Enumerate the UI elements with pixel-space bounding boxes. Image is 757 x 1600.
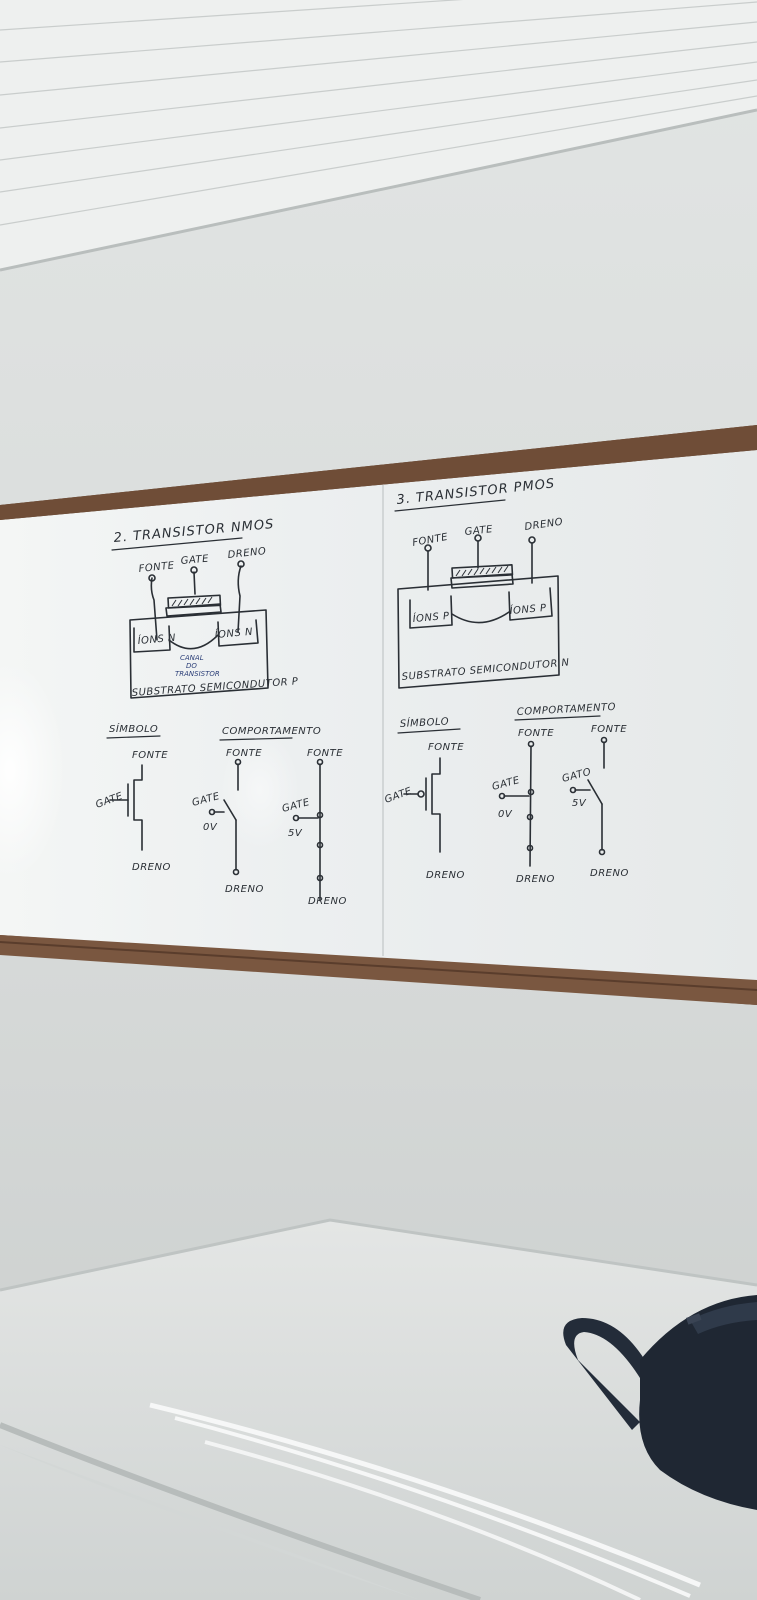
nmos-symbol (109, 764, 143, 851)
pmos-symbol (403, 757, 441, 853)
nmos-open-drain: DRENO (225, 884, 264, 895)
pmos-drain-label: DRENO (524, 517, 564, 533)
nmos-open-voltage: 0V (203, 822, 218, 833)
pmos-symbol-drain: DRENO (426, 870, 465, 881)
pmos-switch-open: FONTE GATO 5V DRENO (561, 724, 629, 879)
nmos-region-right: ÍONS N (214, 625, 253, 641)
nmos-channel-line-2: DO (186, 662, 197, 670)
pmos-symbol-heading: SÍMBOLO (399, 714, 449, 730)
nmos-source-label: FONTE (138, 560, 175, 575)
nmos-gate-label: GATE (180, 554, 209, 567)
pmos-open-voltage: 5V (572, 798, 587, 809)
pmos-behavior-heading: COMPORTAMENTO (517, 702, 617, 718)
nmos-symbol-drain: DRENO (132, 862, 171, 873)
pmos-symbol-source: FONTE (428, 742, 464, 753)
pmos-closed-voltage: 0V (498, 809, 513, 820)
pmos-open-drain: DRENO (590, 868, 629, 879)
nmos-closed-drain: DRENO (308, 896, 347, 907)
nmos-symbol-source: FONTE (132, 750, 168, 761)
pmos-open-source: FONTE (591, 724, 627, 735)
nmos-behavior-heading: COMPORTAMENTO (222, 726, 321, 737)
backpack (563, 1295, 757, 1510)
pmos-closed-drain: DRENO (516, 874, 555, 885)
nmos-closed-source: FONTE (307, 748, 343, 759)
desk (0, 1218, 757, 1600)
nmos-open-source: FONTE (226, 748, 262, 759)
nmos-region-left: ÍONS N (137, 631, 176, 647)
pmos-region-left: ÍONS P (412, 609, 450, 625)
nmos-symbol-heading: SÍMBOLO (109, 722, 158, 735)
nmos-drain-label: DRENO (227, 546, 267, 561)
nmos-channel-line-3: TRANSISTOR (175, 670, 220, 678)
whiteboard (0, 425, 757, 1005)
ceiling (0, 0, 757, 272)
nmos-closed-voltage: 5V (288, 828, 303, 839)
nmos-channel-line-1: CANAL (180, 654, 204, 662)
pmos-closed-source: FONTE (518, 728, 554, 739)
pmos-region-right: ÍONS P (509, 601, 547, 617)
pmos-gate-label: GATE (464, 524, 493, 538)
